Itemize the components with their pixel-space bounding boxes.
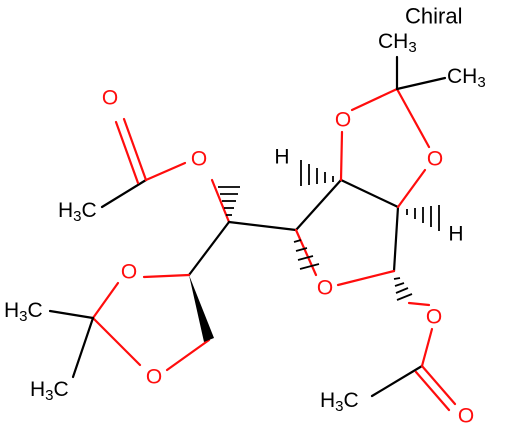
methyl-ch3-top-2: CH3: [447, 65, 486, 91]
hash-wedge-c3-h: [300, 160, 334, 186]
stereo-layer: [189, 160, 440, 342]
chiral-label: Chiral: [405, 4, 462, 29]
atom-o-dioxolane-top-1: O: [335, 109, 351, 132]
bond-ch-c4: [227, 220, 298, 232]
bond-dioxolane-o1-cq: [91, 281, 120, 320]
bond-carbonyl-methyl-bottom: [370, 364, 424, 398]
atom-h-upper-left: H: [274, 146, 289, 169]
bond-c1-ring-o: [336, 269, 396, 287]
hash-wedge-c1-ester: [393, 277, 413, 301]
methyl-h3c-dioxolane-2: H3C: [30, 378, 69, 404]
bond-carbonyl-double-a: [122, 117, 148, 182]
bond-ester-o-carbonyl: [420, 327, 434, 368]
bold-wedge-dioxolane: [189, 275, 214, 342]
bond-cq-methyl-1: [48, 309, 95, 320]
atom-o-dioxolane-top-2: O: [427, 148, 443, 171]
atom-o-carbonyl-left: O: [102, 87, 118, 110]
atom-o-dioxolane-left-2: O: [146, 366, 162, 389]
bond-c1-ester-o: [407, 301, 431, 307]
bond-ch-dioxolane: [187, 220, 231, 277]
bond-dioxolane-cq-o2: [91, 316, 142, 367]
hash-wedge-c4: [293, 239, 320, 270]
atom-o-ester-bottom: O: [426, 306, 442, 329]
bond-carbonyl-double-b: [114, 120, 140, 185]
atom-o-ester-left: O: [191, 148, 207, 171]
atom-o-furanose-ring: O: [317, 277, 333, 300]
bond-cq-methyl-2: [71, 316, 95, 379]
bond-cq-top-o: [395, 87, 431, 149]
bond-c2-c1: [392, 205, 400, 273]
bond-carbonyl-double-bottom-b: [414, 370, 451, 412]
methyl-h3c-acetyl-left: H3C: [58, 199, 97, 225]
atom-labels: Chiral O O O O O O O O O H H CH3 CH3 H3C…: [4, 4, 486, 428]
bond-carbonyl-double-bottom-a: [420, 364, 457, 406]
bond-dioxolane-o2-ch2: [165, 338, 211, 372]
methyl-h3c-dioxolane-1: H3C: [4, 299, 43, 325]
methyl-ch3-top-1: CH3: [378, 30, 417, 56]
bond-dioxolane-c-o1: [142, 273, 191, 279]
hash-wedge-ch-ester: [218, 186, 240, 216]
bond-methyl-carbonyl: [100, 178, 148, 209]
atom-o-carbonyl-bottom: O: [458, 405, 474, 428]
bond-carbonyl-ester-o: [144, 161, 187, 182]
bond-o-cq-top: [350, 87, 399, 112]
atom-h-upper-right: H: [448, 223, 463, 246]
bond-layer: [48, 55, 457, 412]
bond-c3-o: [339, 130, 344, 182]
atom-o-dioxolane-left-1: O: [121, 261, 137, 284]
hash-wedge-c2-h: [406, 205, 440, 231]
methyl-h3c-acetyl-bottom: H3C: [320, 389, 359, 415]
bond-c3-c2: [339, 178, 400, 209]
bond-c4-c3: [294, 178, 343, 232]
bond-o-c2: [396, 168, 427, 209]
bond-cq-top-methyl-2: [395, 76, 447, 91]
bond-ring-o-c4: [294, 228, 318, 277]
